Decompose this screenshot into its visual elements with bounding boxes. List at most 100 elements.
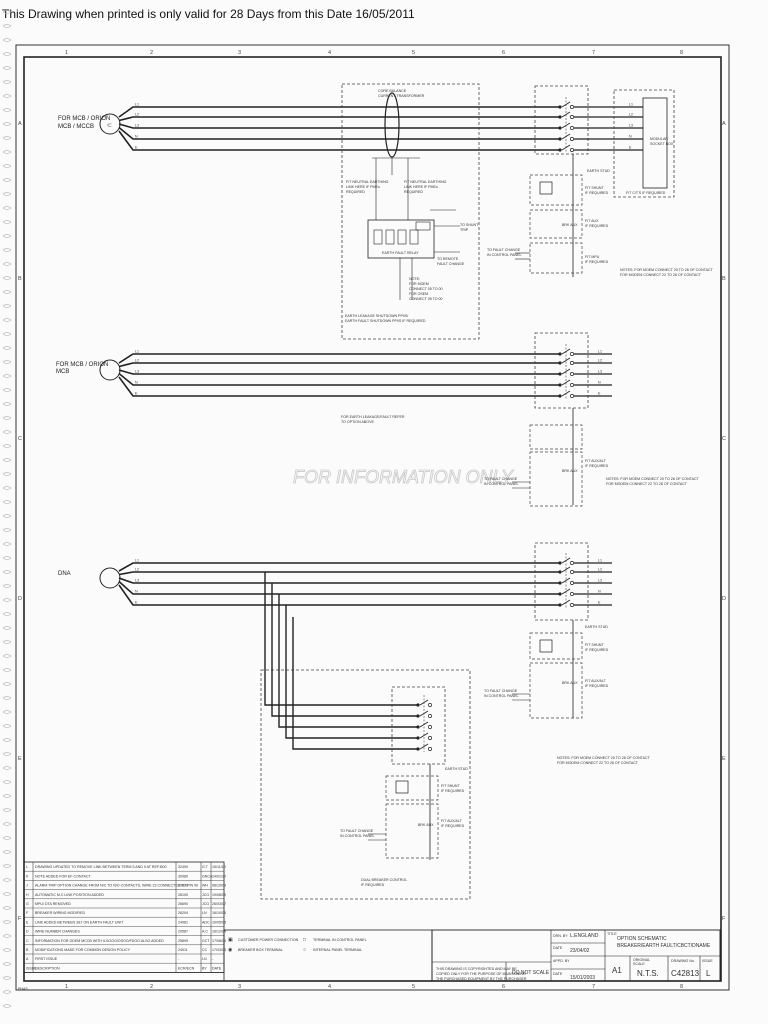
row-marker: B — [18, 276, 22, 282]
aux-required-label-two: FIT AUX/ALT — [585, 459, 607, 463]
busbar-conductor — [118, 130, 560, 151]
svg-text:SCALE: SCALE — [633, 962, 645, 966]
revision-issue: ISSUE — [26, 966, 37, 970]
revision-ecn: 32490 — [178, 865, 188, 869]
relay-note-line: FOR OSEM — [409, 292, 428, 296]
row-marker: F — [722, 916, 726, 922]
breaker-symbol-glyph: ⊂ — [107, 123, 112, 129]
outgoing-label: L3 — [598, 370, 602, 374]
switch-terminal — [570, 561, 574, 565]
switch-terminal — [570, 105, 574, 109]
dual-busbar-conductor — [264, 572, 418, 706]
svg-text:BRK AUX: BRK AUX — [562, 681, 578, 685]
revision-date: 26/03/07 — [212, 902, 226, 906]
busbar-conductor — [118, 580, 560, 595]
symbol-legend: ▣CUSTOMER POWER CONNECTION□TERMINAL IN C… — [228, 937, 367, 953]
conductor-label: E — [135, 146, 138, 150]
switch-blade — [561, 357, 571, 364]
revision-date: 17/06/04 — [212, 939, 226, 943]
switch-terminal — [570, 603, 574, 607]
breaker-terminal — [558, 561, 562, 565]
column-marker: 1 — [65, 984, 68, 990]
conductor-label: L3 — [135, 124, 139, 128]
dual-breaker-contacts-box — [391, 686, 446, 765]
column-marker: 2 — [150, 50, 153, 56]
earth-note-two: FOR EARTH LEAKAGE/FAULT REFER — [341, 415, 405, 419]
busbar-conductor — [118, 126, 560, 140]
legend-symbol: ▣ — [228, 937, 233, 943]
validity-header: This Drawing when printed is only valid … — [2, 7, 415, 21]
switch-terminal — [570, 137, 574, 141]
revision-date: 16/10/06 — [212, 911, 226, 915]
aux-required-label: FIT AUX — [585, 219, 599, 223]
revision-description: NOTE ADDED FOR EF CONTACT — [35, 874, 91, 878]
binding-strip — [2, 10, 12, 1008]
drawing-number: C42813 — [671, 969, 700, 978]
svg-text:ORIGINAL: ORIGINAL — [633, 958, 650, 962]
svg-text:IN CONTROL PANEL: IN CONTROL PANEL — [487, 253, 522, 257]
column-marker: 4 — [328, 50, 331, 56]
svg-text:THE PURCHASED EQUIPMENT BY THE: THE PURCHASED EQUIPMENT BY THE PURCHASER — [436, 977, 527, 981]
copyright-note: THIS DRAWING IS COPYRIGHTED AND MAY BE — [436, 967, 517, 971]
aux-box-three — [529, 662, 583, 719]
svg-text:IF REQUIRED: IF REQUIRED — [585, 191, 609, 195]
row-marker: D — [722, 596, 726, 602]
earthing-link-right: FIT NEUTRAL EARTHING — [404, 180, 447, 184]
breaker-terminal — [558, 115, 562, 119]
svg-text:IF REQUIRED: IF REQUIRED — [585, 260, 609, 264]
drawing-title: OPTION SCHEMATIC — [617, 936, 667, 942]
conductor-label: E — [135, 392, 138, 396]
revision-issue: L — [26, 865, 28, 869]
svg-text:APPD. BY: APPD. BY — [553, 959, 570, 963]
svg-text:IF REQUIRED: IF REQUIRED — [441, 824, 465, 828]
conductor-label: L3 — [135, 579, 139, 583]
revision-ecn: 30980 — [178, 874, 188, 878]
aux-required-label-dual: FIT AUX/ALT — [441, 819, 463, 823]
relay-note-line: FOR MOEM — [409, 282, 429, 286]
revision-description: MPU/ DTA REMOVED — [35, 902, 71, 906]
breaker-terminal — [558, 592, 562, 596]
aux-required-label-three: FIT AUX/ALT — [585, 679, 607, 683]
row-marker: A — [18, 121, 22, 127]
svg-text:FOR MODEM CONNECT 22 TO 28 OF: FOR MODEM CONNECT 22 TO 28 OF CONTACT — [557, 761, 639, 765]
legend-symbol: □ — [303, 937, 306, 943]
svg-text:DRAWING No.: DRAWING No. — [671, 959, 695, 963]
row-marker: B — [722, 276, 726, 282]
switch-terminal — [428, 725, 432, 729]
shunt-box-three — [529, 632, 583, 660]
remote-fault-label: TO REMOTE — [437, 257, 459, 261]
legend-text: CUSTOMER POWER CONNECTION — [238, 938, 299, 942]
outgoing-label: L3 — [598, 579, 602, 583]
column-marker: 7 — [592, 984, 595, 990]
conductor-label: L1 — [135, 350, 139, 354]
breaker-terminal — [558, 372, 562, 376]
svg-text:BRK AUX: BRK AUX — [562, 469, 578, 473]
revision-issue: J — [26, 884, 28, 888]
revision-ecn: 26204 — [178, 911, 188, 915]
breaker-box-one — [534, 85, 589, 155]
svg-text:ISSUE: ISSUE — [702, 959, 713, 963]
revision-ecn: ECR/ECN — [178, 966, 195, 970]
dual-breaker-box — [260, 669, 471, 900]
busbar-conductor — [118, 123, 560, 129]
outgoing-label: E — [598, 392, 601, 396]
switch-terminal — [570, 394, 574, 398]
busbar-conductor — [118, 353, 560, 364]
revision-ecn: 28100 — [178, 893, 188, 897]
mpu-required-label: FIT MPU — [585, 255, 600, 259]
breaker-terminal — [558, 581, 562, 585]
breaker-terminal — [558, 570, 562, 574]
dual-busbar-conductor — [292, 617, 418, 750]
revision-date: 16/12/04 — [212, 930, 226, 934]
svg-text:BRK AUX: BRK AUX — [562, 223, 578, 227]
svg-text:IF REQUIRED: IF REQUIRED — [441, 789, 465, 793]
svg-text:IN CONTROL PANEL: IN CONTROL PANEL — [484, 694, 519, 698]
switch-terminal — [570, 352, 574, 356]
do-not-scale: DO NOT SCALE — [512, 970, 550, 976]
watermark: FOR INFORMATION ONLY — [293, 467, 515, 487]
revision-ecn: 26690 — [178, 902, 188, 906]
revision-date: 08/10/09 — [212, 884, 226, 888]
